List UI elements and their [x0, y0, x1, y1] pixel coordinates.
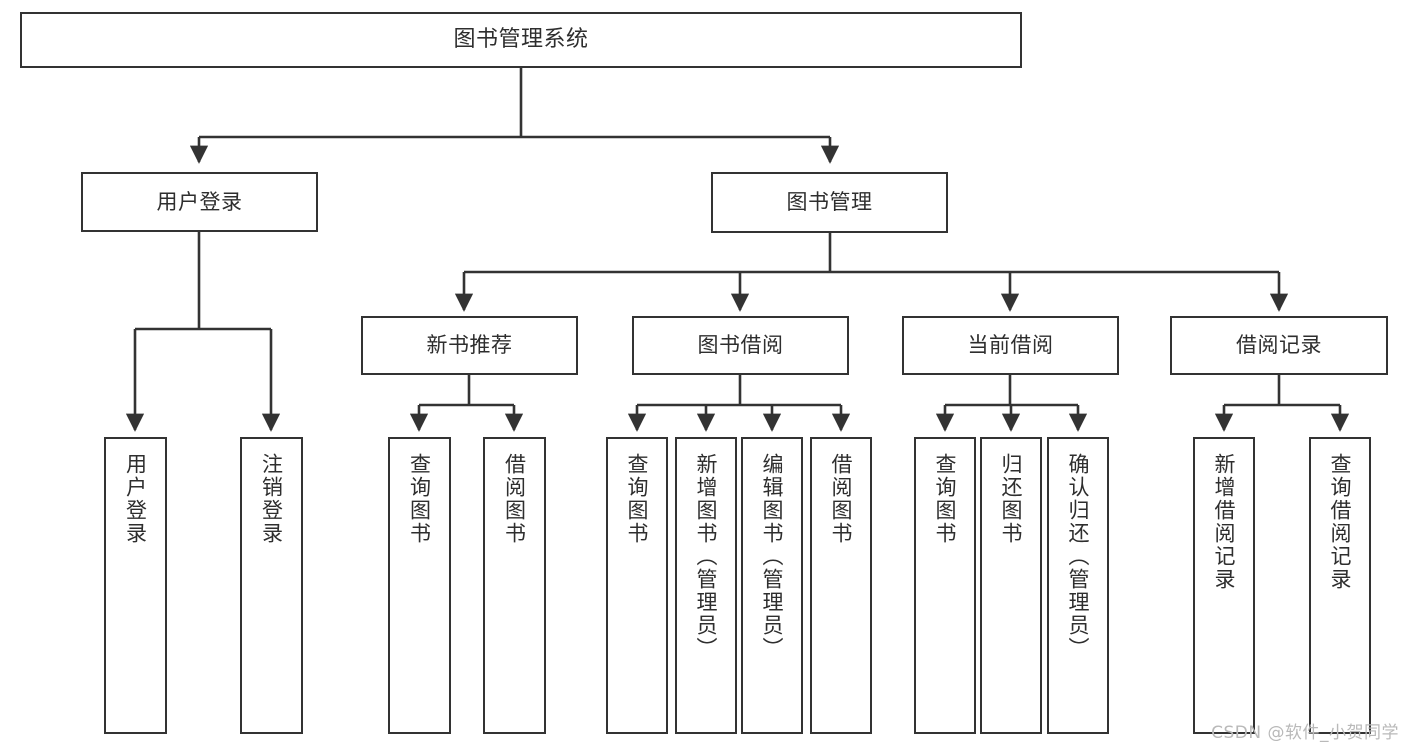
leaf-book-borrow-borrow-book[interactable]: 借阅图书 [810, 437, 872, 734]
node-label: 编辑图书（管理员） [760, 453, 785, 660]
node-label: 新增图书（管理员） [694, 453, 719, 660]
node-borrow-record[interactable]: 借阅记录 [1170, 316, 1388, 375]
leaf-book-borrow-add-book-admin[interactable]: 新增图书（管理员） [675, 437, 737, 734]
node-current-borrow[interactable]: 当前借阅 [902, 316, 1119, 375]
leaf-user-login-login[interactable]: 用户登录 [104, 437, 167, 734]
node-root-library-system[interactable]: 图书管理系统 [20, 12, 1022, 68]
leaf-current-borrow-query-book[interactable]: 查询图书 [914, 437, 976, 734]
node-label: 查询图书 [933, 453, 958, 545]
leaf-new-book-borrow-book[interactable]: 借阅图书 [483, 437, 546, 734]
leaf-current-borrow-confirm-return-admin[interactable]: 确认归还（管理员） [1047, 437, 1109, 734]
node-label: 确认归还（管理员） [1066, 453, 1091, 660]
node-label: 新增借阅记录 [1212, 453, 1237, 591]
leaf-borrow-record-query-record[interactable]: 查询借阅记录 [1309, 437, 1371, 734]
node-label: 归还图书 [999, 453, 1024, 545]
node-user-login[interactable]: 用户登录 [81, 172, 318, 232]
leaf-book-borrow-edit-book-admin[interactable]: 编辑图书（管理员） [741, 437, 803, 734]
csdn-watermark: CSDN @软件_小贺同学 [1211, 723, 1399, 743]
leaf-new-book-query-book[interactable]: 查询图书 [388, 437, 451, 734]
node-label: 注销登录 [259, 453, 284, 545]
node-book-management[interactable]: 图书管理 [711, 172, 948, 233]
node-label: 查询借阅记录 [1328, 453, 1353, 591]
node-label: 借阅图书 [502, 453, 527, 545]
node-label: 用户登录 [156, 189, 243, 214]
node-label: 借阅记录 [1236, 333, 1322, 358]
node-label: 图书管理系统 [453, 27, 589, 53]
leaf-book-borrow-query-book[interactable]: 查询图书 [606, 437, 668, 734]
node-label: 图书借阅 [697, 333, 784, 358]
node-book-borrow[interactable]: 图书借阅 [632, 316, 849, 375]
node-new-book-recommend[interactable]: 新书推荐 [361, 316, 578, 375]
node-label: 借阅图书 [829, 453, 854, 545]
node-label: 查询图书 [625, 453, 650, 545]
leaf-borrow-record-add-record[interactable]: 新增借阅记录 [1193, 437, 1255, 734]
node-label: 查询图书 [407, 453, 432, 545]
node-label: 当前借阅 [967, 333, 1054, 358]
node-label: 图书管理 [786, 190, 873, 215]
node-label: 新书推荐 [426, 333, 513, 358]
leaf-user-login-logout[interactable]: 注销登录 [240, 437, 303, 734]
leaf-current-borrow-return-book[interactable]: 归还图书 [980, 437, 1042, 734]
node-label: 用户登录 [123, 453, 148, 545]
